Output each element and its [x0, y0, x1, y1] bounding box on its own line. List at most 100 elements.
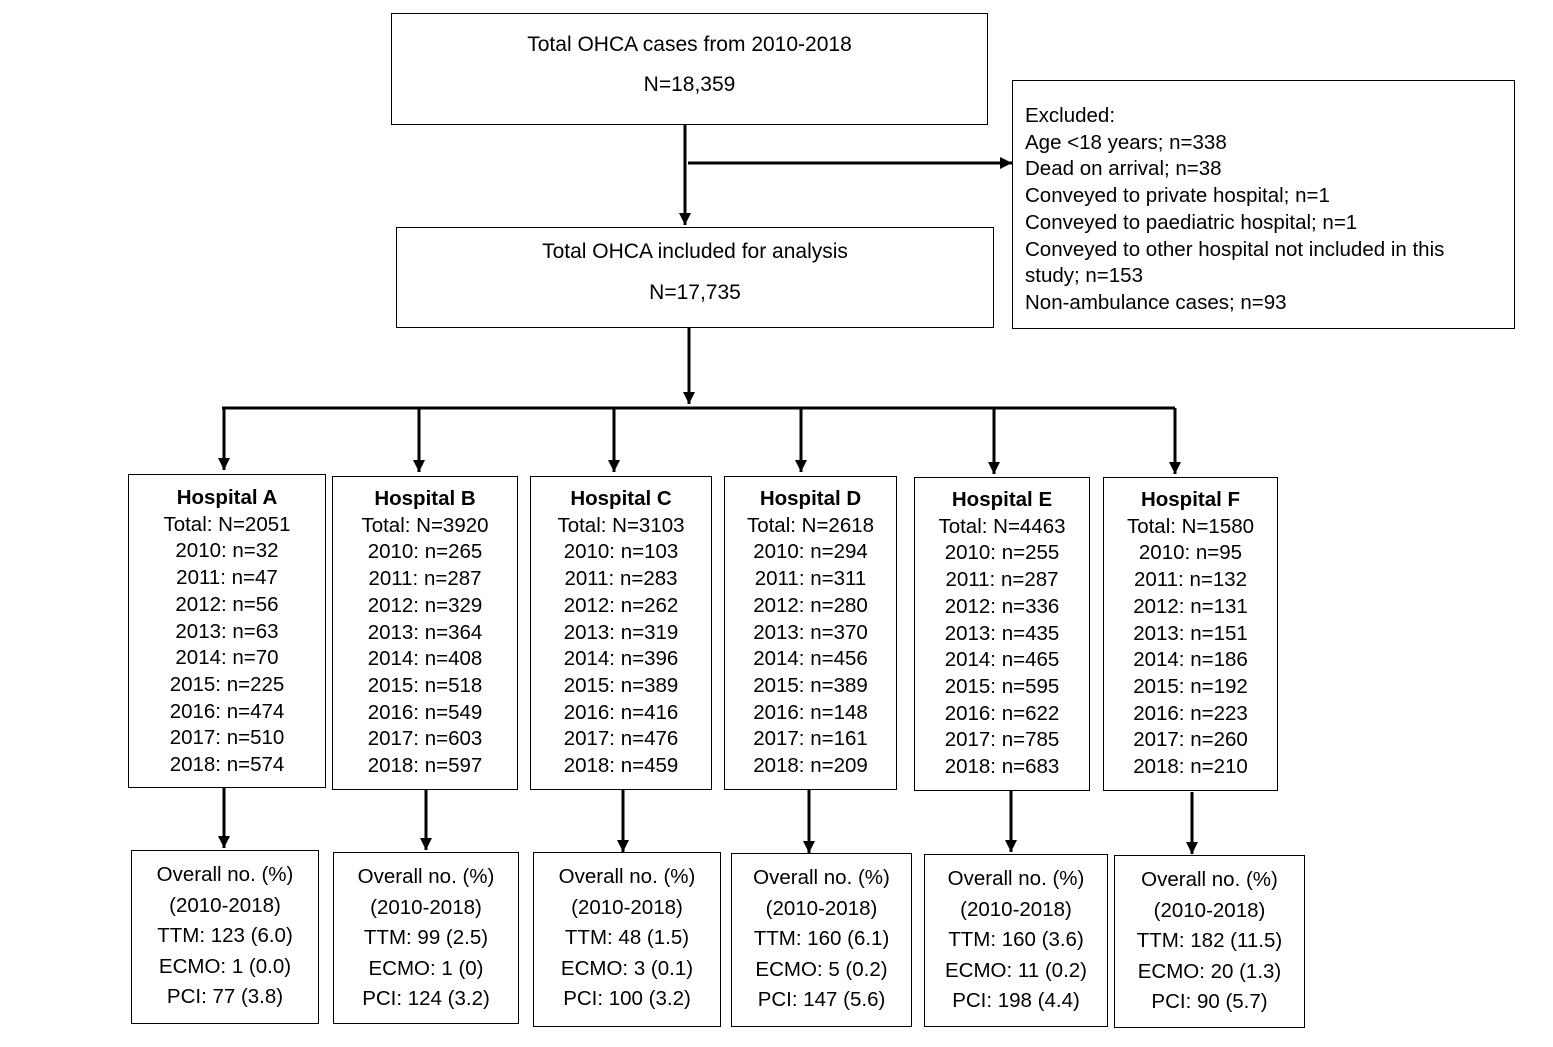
- outcome-pci: PCI: 100 (3.2): [563, 987, 691, 1010]
- year-count: 2016: n=474: [169, 699, 285, 723]
- outcome-ecmo: ECMO: 5 (0.2): [755, 957, 888, 981]
- outcome-ecmo: ECMO: 1 (0): [368, 956, 484, 980]
- outcome-ttm: TTM: 160 (6.1): [753, 927, 890, 950]
- year-count: 2018: n=597: [367, 754, 483, 778]
- outcome-pci: PCI: 90 (5.7): [1151, 990, 1268, 1013]
- outcomes-heading: Overall no. (%): [1141, 868, 1278, 891]
- outcome-pci: PCI: 198 (4.4): [952, 989, 1080, 1012]
- year-count: 2011: n=47: [176, 566, 278, 590]
- hospital-e-box: Hospital E Total: N=4463 2010: n=255 201…: [914, 477, 1090, 791]
- outcomes-period: (2010-2018): [1153, 898, 1266, 922]
- year-count: 2013: n=370: [753, 620, 868, 644]
- year-count: 2017: n=260: [1133, 728, 1248, 752]
- total-cases-title: Total OHCA cases from 2010-2018: [527, 33, 852, 56]
- year-count: 2015: n=595: [944, 674, 1060, 698]
- outcomes-period: (2010-2018): [960, 897, 1072, 921]
- hospital-c-box: Hospital C Total: N=3103 2010: n=103 201…: [530, 476, 712, 790]
- outcome-ecmo: ECMO: 3 (0.1): [560, 956, 694, 980]
- total-cases-n: N=18,359: [643, 73, 736, 96]
- year-count: 2013: n=435: [944, 621, 1060, 645]
- year-count: 2012: n=280: [753, 593, 868, 617]
- year-count: 2018: n=683: [944, 755, 1060, 779]
- hospital-name: Hospital C: [570, 487, 672, 510]
- year-count: 2013: n=151: [1133, 621, 1248, 645]
- year-count: 2010: n=32: [175, 539, 279, 563]
- hospital-name: Hospital B: [374, 487, 476, 510]
- hospital-total: Total: N=4463: [938, 514, 1066, 538]
- outcome-ecmo: ECMO: 20 (1.3): [1137, 959, 1282, 983]
- year-count: 2015: n=518: [367, 673, 483, 697]
- excluded-item: Conveyed to private hospital; n=1: [1025, 184, 1330, 208]
- hospital-name: Hospital E: [951, 488, 1053, 511]
- excluded-item: study; n=153: [1025, 264, 1143, 288]
- hospital-total: Total: N=2051: [163, 512, 291, 536]
- outcome-ttm: TTM: 182 (11.5): [1136, 929, 1283, 952]
- year-count: 2017: n=510: [169, 726, 285, 750]
- year-count: 2012: n=329: [367, 593, 483, 617]
- year-count: 2010: n=294: [753, 540, 868, 564]
- year-count: 2013: n=364: [367, 620, 483, 644]
- hospital-d-outcomes-box: Overall no. (%) (2010-2018) TTM: 160 (6.…: [731, 853, 912, 1027]
- hospital-total: Total: N=3103: [557, 513, 685, 537]
- excluded-item: Non-ambulance cases; n=93: [1025, 290, 1287, 314]
- year-count: 2016: n=549: [367, 700, 483, 724]
- year-count: 2014: n=186: [1133, 648, 1248, 672]
- year-count: 2013: n=319: [563, 620, 679, 644]
- hospital-f-box: Hospital F Total: N=1580 2010: n=95 2011…: [1103, 477, 1278, 791]
- outcome-pci: PCI: 77 (3.8): [166, 985, 284, 1008]
- outcomes-period: (2010-2018): [765, 896, 878, 920]
- excluded-box: Excluded: Age <18 years; n=338 Dead on a…: [1012, 80, 1515, 329]
- excluded-item: Dead on arrival; n=38: [1025, 157, 1222, 181]
- outcomes-heading: Overall no. (%): [156, 863, 294, 886]
- outcomes-period: (2010-2018): [571, 895, 683, 919]
- hospital-name: Hospital A: [176, 486, 278, 509]
- hospital-c-outcomes-box: Overall no. (%) (2010-2018) TTM: 48 (1.5…: [533, 852, 721, 1027]
- year-count: 2016: n=148: [753, 700, 868, 724]
- year-count: 2010: n=95: [1138, 541, 1243, 565]
- hospital-d-box: Hospital D Total: N=2618 2010: n=294 201…: [724, 476, 897, 790]
- year-count: 2018: n=210: [1133, 755, 1248, 779]
- year-count: 2014: n=396: [563, 647, 679, 671]
- year-count: 2016: n=223: [1133, 701, 1248, 725]
- year-count: 2012: n=131: [1133, 594, 1248, 618]
- year-count: 2011: n=311: [754, 567, 867, 591]
- year-count: 2017: n=785: [944, 728, 1060, 752]
- year-count: 2011: n=287: [368, 567, 482, 591]
- hospital-e-outcomes-box: Overall no. (%) (2010-2018) TTM: 160 (3.…: [924, 854, 1108, 1027]
- year-count: 2012: n=336: [944, 594, 1060, 618]
- hospital-b-box: Hospital B Total: N=3920 2010: n=265 201…: [332, 476, 518, 790]
- year-count: 2013: n=63: [175, 619, 279, 643]
- year-count: 2016: n=622: [944, 701, 1060, 725]
- hospital-name: Hospital F: [1140, 488, 1241, 511]
- outcome-ttm: TTM: 48 (1.5): [564, 926, 690, 949]
- hospital-name: Hospital D: [759, 487, 862, 510]
- outcome-pci: PCI: 147 (5.6): [757, 988, 886, 1011]
- year-count: 2018: n=574: [169, 753, 285, 777]
- year-count: 2017: n=161: [753, 727, 868, 751]
- included-box: Total OHCA included for analysis N=17,73…: [396, 227, 994, 328]
- outcome-pci: PCI: 124 (3.2): [362, 987, 490, 1010]
- outcome-ttm: TTM: 123 (6.0): [157, 924, 293, 947]
- year-count: 2014: n=456: [753, 647, 868, 671]
- outcome-ecmo: ECMO: 1 (0.0): [158, 954, 292, 978]
- hospital-a-box: Hospital A Total: N=2051 2010: n=32 2011…: [128, 474, 326, 788]
- year-count: 2015: n=389: [753, 673, 868, 697]
- year-count: 2012: n=56: [175, 592, 279, 616]
- year-count: 2014: n=408: [367, 647, 483, 671]
- excluded-item: Conveyed to paediatric hospital; n=1: [1025, 210, 1358, 234]
- outcomes-heading: Overall no. (%): [947, 867, 1085, 890]
- year-count: 2014: n=465: [944, 648, 1060, 672]
- excluded-item: Conveyed to other hospital not included …: [1025, 237, 1445, 261]
- hospital-total: Total: N=2618: [746, 513, 875, 537]
- year-count: 2011: n=287: [945, 568, 1059, 592]
- year-count: 2011: n=283: [564, 567, 678, 591]
- year-count: 2015: n=225: [169, 672, 285, 696]
- year-count: 2016: n=416: [563, 700, 679, 724]
- outcomes-heading: Overall no. (%): [753, 866, 890, 889]
- hospital-total: Total: N=3920: [361, 513, 489, 537]
- year-count: 2014: n=70: [175, 646, 279, 670]
- year-count: 2011: n=132: [1133, 568, 1248, 592]
- year-count: 2010: n=103: [563, 540, 679, 564]
- year-count: 2015: n=192: [1133, 674, 1248, 698]
- hospital-total: Total: N=1580: [1126, 514, 1255, 538]
